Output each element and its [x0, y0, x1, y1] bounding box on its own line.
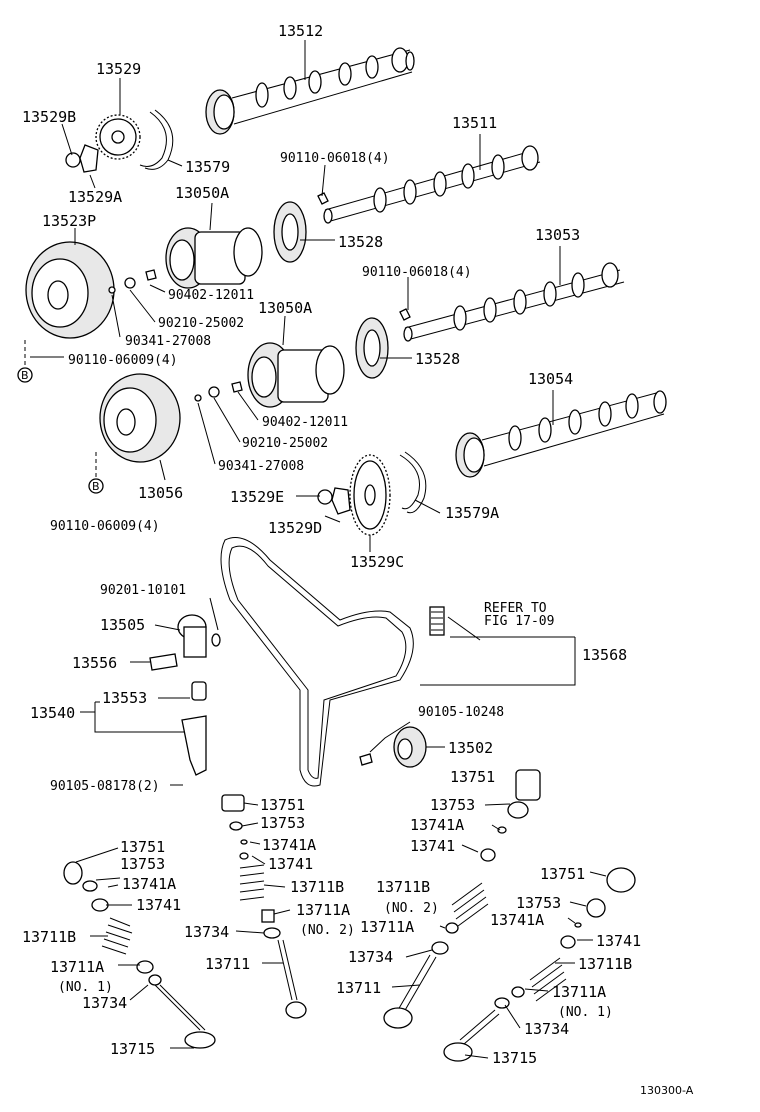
label-13734-right-middle: 13734	[348, 948, 393, 966]
label-13553: 13553	[102, 689, 147, 707]
label-13734-middle: 13734	[184, 923, 229, 941]
timing-belt-13568-drawing	[220, 537, 445, 787]
label-13711A-right: 13711A	[552, 983, 606, 1001]
tensioner-parts-drawing	[149, 614, 221, 776]
marker-B-top	[17, 367, 33, 383]
label-13751-middle: 13751	[260, 796, 305, 814]
label-13711A-right-middle: 13711A	[360, 918, 414, 936]
label-13711B-right-middle: 13711B	[376, 878, 430, 896]
camshaft-13054-drawing	[455, 390, 667, 478]
label-13734-left: 13734	[82, 994, 127, 1012]
label-no1-right: (NO. 1)	[558, 1005, 613, 1020]
label-13054: 13054	[528, 370, 573, 388]
label-13711A-middle: 13711A	[296, 901, 350, 919]
label-13715-right: 13715	[492, 1049, 537, 1067]
label-90110-06009-bottom: 90110-06009(4)	[50, 519, 160, 534]
label-90105-08178: 90105-08178(2)	[50, 779, 160, 794]
label-13753-right-middle: 13753	[430, 796, 475, 814]
label-13540: 13540	[30, 704, 75, 722]
label-13741-middle: 13741	[268, 855, 313, 873]
vvt-gear-13050A-bottom-drawing	[194, 317, 389, 408]
valve-train-left-drawing	[63, 861, 216, 1049]
label-13050A-bottom: 13050A	[258, 299, 312, 317]
part-labels: 13512 13529 13529B 13579 13529A 13511 90…	[22, 22, 694, 1097]
label-13711B-right: 13711B	[578, 955, 632, 973]
label-13734-right: 13734	[524, 1020, 569, 1038]
label-13753-right: 13753	[516, 894, 561, 912]
label-13741-left: 13741	[136, 896, 181, 914]
valve-train-middle-drawing	[221, 794, 307, 1019]
label-13741A-middle: 13741A	[262, 836, 316, 854]
label-no2-right-middle: (NO. 2)	[384, 901, 439, 916]
vvt-gear-13050A-top-drawing	[165, 201, 307, 289]
label-13511: 13511	[452, 114, 497, 132]
label-90341-27008-top: 90341-27008	[125, 334, 211, 349]
sprocket-13529-drawing	[65, 109, 174, 173]
label-13502: 13502	[448, 739, 493, 757]
label-13523P: 13523P	[42, 212, 96, 230]
label-13556: 13556	[72, 654, 117, 672]
label-13741-right: 13741	[596, 932, 641, 950]
label-13053: 13053	[535, 226, 580, 244]
pulley-13523P-drawing	[24, 241, 157, 368]
label-13568: 13568	[582, 646, 627, 664]
label-13529D: 13529D	[268, 519, 322, 537]
label-13741A-right-middle: 13741A	[410, 816, 464, 834]
label-13711B-left: 13711B	[22, 928, 76, 946]
label-13711B-middle: 13711B	[290, 878, 344, 896]
label-90210-25002-top: 90210-25002	[158, 316, 244, 331]
label-13753-left: 13753	[120, 855, 165, 873]
label-13579: 13579	[185, 158, 230, 176]
label-13505: 13505	[100, 616, 145, 634]
marker-B-bottom-label: B	[92, 480, 100, 493]
label-13528-bottom: 13528	[415, 350, 460, 368]
label-13529: 13529	[96, 60, 141, 78]
label-refer-to: REFER TO	[484, 601, 547, 616]
label-90402-12011-top: 90402-12011	[168, 288, 254, 303]
label-13751-right-middle: 13751	[450, 768, 495, 786]
label-13529E: 13529E	[230, 488, 284, 506]
label-13529A: 13529A	[68, 188, 122, 206]
label-90341-27008-bottom: 90341-27008	[218, 459, 304, 474]
label-13741A-left: 13741A	[122, 875, 176, 893]
camshaft-13511-drawing	[317, 145, 541, 224]
label-no1-left: (NO. 1)	[58, 980, 113, 995]
label-13529B: 13529B	[22, 108, 76, 126]
label-13528-top: 13528	[338, 233, 383, 251]
label-90110-06018-top: 90110-06018(4)	[280, 151, 390, 166]
label-13711-middle: 13711	[205, 955, 250, 973]
valve-train-right-drawing	[443, 867, 636, 1062]
label-90110-06009-top: 90110-06009(4)	[68, 353, 178, 368]
label-13050A-top: 13050A	[175, 184, 229, 202]
camshaft-13053-drawing	[399, 262, 625, 342]
label-13579A: 13579A	[445, 504, 499, 522]
marker-B-bottom	[88, 478, 104, 494]
label-fig-17-09: FIG 17-09	[484, 614, 554, 629]
label-13711A-left: 13711A	[50, 958, 104, 976]
label-13512: 13512	[278, 22, 323, 40]
diagram-code: 130300-A	[640, 1084, 694, 1097]
label-13715-left: 13715	[110, 1040, 155, 1058]
label-13751-right: 13751	[540, 865, 585, 883]
label-90402-12011-bottom: 90402-12011	[262, 415, 348, 430]
label-13741-right-middle: 13741	[410, 837, 455, 855]
label-13751-left: 13751	[120, 838, 165, 856]
label-90201-10101: 90201-10101	[100, 583, 186, 598]
camshaft-13512-drawing	[205, 47, 415, 135]
label-13753-middle: 13753	[260, 814, 305, 832]
sprocket-13529C-drawing	[317, 451, 427, 536]
label-90110-06018-bottom: 90110-06018(4)	[362, 265, 472, 280]
label-13529C: 13529C	[350, 553, 404, 571]
label-90105-10248: 90105-10248	[418, 705, 504, 720]
label-13056: 13056	[138, 484, 183, 502]
marker-B-top-label: B	[21, 369, 29, 382]
leader-lines	[30, 40, 607, 1059]
label-13741A-right: 13741A	[490, 911, 544, 929]
label-no2-middle: (NO. 2)	[300, 923, 355, 938]
label-90210-25002-bottom: 90210-25002	[242, 436, 328, 451]
label-13711-right-middle: 13711	[336, 979, 381, 997]
pulley-13056-drawing	[95, 373, 181, 478]
valve-train-right-middle-drawing	[383, 769, 541, 1029]
